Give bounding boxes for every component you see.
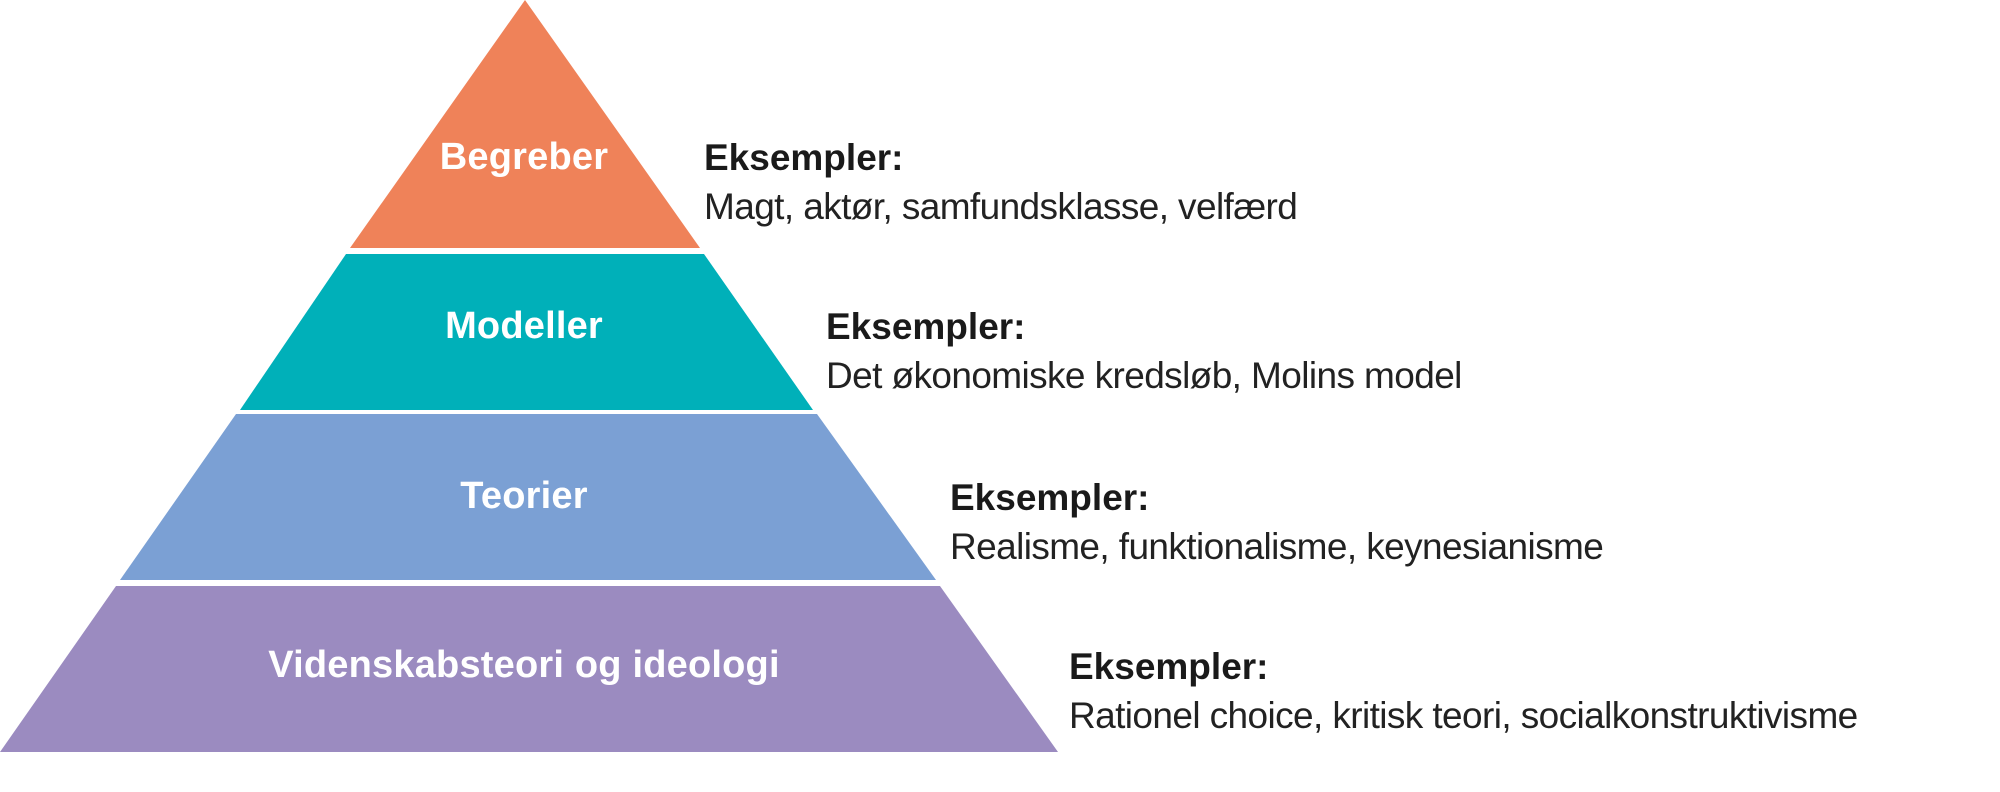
example-block-begreber: Eksempler: Magt, aktør, samfundsklasse, …: [704, 134, 1298, 232]
example-heading: Eksempler:: [1069, 646, 1269, 687]
example-heading: Eksempler:: [826, 306, 1026, 347]
layer-label-modeller: Modeller: [445, 305, 603, 347]
pyramid-layer-begreber: [350, 0, 700, 248]
pyramid-layer-teorier: [120, 414, 936, 580]
example-block-modeller: Eksempler: Det økonomiske kredsløb, Moli…: [826, 303, 1462, 401]
pyramid-layer-modeller: [240, 254, 813, 410]
example-heading: Eksempler:: [704, 137, 904, 178]
layer-label-videnskabsteori: Videnskabsteori og ideologi: [268, 644, 780, 686]
example-block-videnskabsteori: Eksempler: Rationel choice, kritisk teor…: [1069, 643, 1858, 741]
example-items: Rationel choice, kritisk teori, socialko…: [1069, 695, 1858, 736]
example-items: Magt, aktør, samfundsklasse, velfærd: [704, 186, 1298, 227]
pyramid-layer-videnskabsteori: [0, 586, 1058, 752]
example-heading: Eksempler:: [950, 477, 1150, 518]
example-items: Det økonomiske kredsløb, Molins model: [826, 355, 1462, 396]
example-block-teorier: Eksempler: Realisme, funktionalisme, key…: [950, 474, 1604, 572]
layer-label-begreber: Begreber: [439, 136, 609, 178]
example-items: Realisme, funktionalisme, keynesianisme: [950, 526, 1604, 567]
layer-label-teorier: Teorier: [460, 475, 588, 517]
